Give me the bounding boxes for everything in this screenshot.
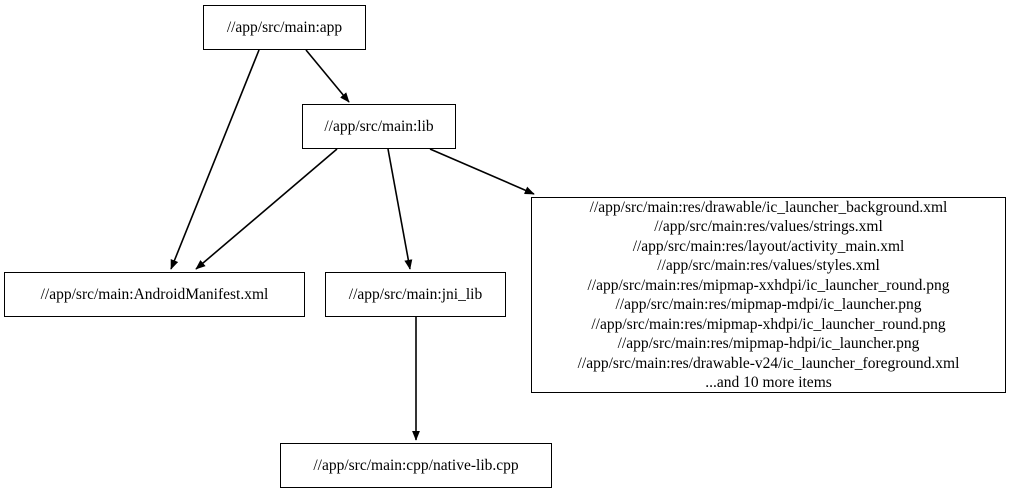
- node-lib[interactable]: //app/src/main:lib: [302, 104, 456, 149]
- node-jni-lib[interactable]: //app/src/main:jni_lib: [325, 272, 506, 317]
- edge-app-to-androidmanifest: [170, 49, 260, 270]
- node-androidmanifest-label: //app/src/main:AndroidManifest.xml: [40, 285, 269, 303]
- node-native-lib-cpp[interactable]: //app/src/main:cpp/native-lib.cpp: [280, 443, 552, 488]
- node-resources-line: //app/src/main:res/mipmap-xxhdpi/ic_laun…: [587, 276, 950, 294]
- node-lib-label: //app/src/main:lib: [324, 117, 434, 135]
- node-app-label: //app/src/main:app: [226, 18, 343, 36]
- node-resources-line: //app/src/main:res/values/styles.xml: [657, 257, 880, 274]
- node-resources-line: ...and 10 more items: [705, 374, 832, 391]
- node-resources-label-list: //app/src/main:res/drawable/ic_launcher_…: [578, 198, 960, 393]
- node-resources-line: //app/src/main:res/mipmap-mdpi/ic_launch…: [615, 296, 922, 313]
- edge-lib-to-resources: [429, 148, 535, 195]
- node-resources-line: //app/src/main:res/mipmap-xhdpi/ic_launc…: [591, 315, 946, 333]
- node-native-lib-cpp-label: //app/src/main:cpp/native-lib.cpp: [313, 456, 519, 474]
- node-resources[interactable]: //app/src/main:res/drawable/ic_launcher_…: [531, 197, 1006, 393]
- node-resources-line: //app/src/main:res/mipmap-hdpi/ic_launch…: [617, 335, 920, 352]
- edge-lib-to-jni-lib: [387, 148, 413, 270]
- node-resources-line: //app/src/main:res/drawable-v24/ic_launc…: [577, 354, 960, 372]
- node-resources-line: //app/src/main:res/drawable/ic_launcher_…: [589, 198, 948, 216]
- edge-lib-to-androidmanifest: [195, 148, 338, 270]
- node-resources-line: //app/src/main:res/values/strings.xml: [654, 218, 883, 235]
- node-androidmanifest[interactable]: //app/src/main:AndroidManifest.xml: [4, 272, 305, 317]
- node-resources-line: //app/src/main:res/layout/activity_main.…: [632, 237, 905, 255]
- node-app[interactable]: //app/src/main:app: [203, 5, 366, 50]
- edge-app-to-lib: [305, 49, 350, 103]
- node-jni-lib-label: //app/src/main:jni_lib: [348, 285, 483, 303]
